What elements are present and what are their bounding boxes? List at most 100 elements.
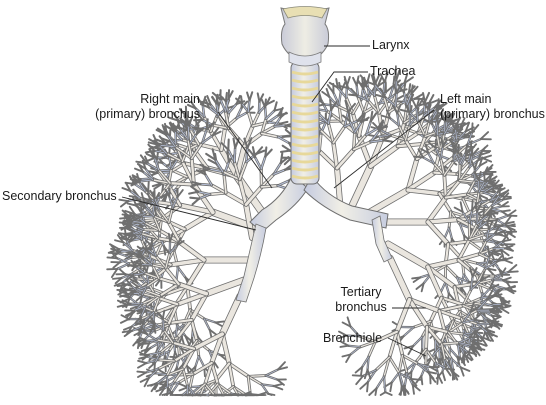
bronchiole-branch (169, 196, 173, 208)
bronchiole-branch-outline (130, 180, 141, 187)
bronchiole-branch (448, 322, 464, 333)
bronchiole-branch (449, 348, 458, 358)
bronchiole-branch (192, 332, 224, 351)
bronchiole-branch-outline (451, 143, 456, 154)
bronchiole-branch-outline (505, 225, 516, 231)
bronchiole-branch-outline (123, 325, 133, 331)
bronchiole-branch-outline (199, 103, 211, 109)
bronchiole-branch (350, 326, 360, 337)
bronchiole-branch-outline (149, 323, 155, 334)
bronchiole-branch-outline (382, 139, 393, 143)
bronchiole-branch-outline (464, 121, 471, 133)
leader-lines (121, 45, 435, 357)
bronchiole-branch-outline (182, 120, 189, 132)
bronchiole-branch (403, 91, 408, 106)
bronchiole-branch-outline (360, 116, 370, 124)
bronchiole-branch-outline (395, 69, 401, 82)
bronchiole-branch-outline (459, 366, 471, 372)
bronchiole-branch-outline (211, 91, 222, 101)
bronchiole-branch (462, 289, 472, 307)
bronchiole-branch-outline (347, 102, 357, 113)
bronchiole-branch-outline (206, 95, 212, 106)
bronchiole-branch (151, 264, 167, 269)
bronchiole-branch-outline (113, 281, 124, 287)
bronchiole-branch (387, 255, 413, 303)
bronchiole-branch (190, 318, 198, 342)
bronchiole-branch (358, 335, 376, 343)
bronchiole-branch (413, 320, 432, 328)
bronchiole-branch (261, 384, 274, 387)
bronchiole-branch (470, 276, 473, 290)
bronchiole-branch (158, 218, 163, 237)
bronchiole-branch (146, 333, 157, 341)
bronchiole-branch-outline (126, 264, 137, 268)
bronchiole-branch (438, 309, 463, 320)
bronchiole-branch (210, 184, 227, 194)
bronchiole-branch (188, 373, 194, 390)
bronchiole-branch-outline (147, 180, 150, 193)
bronchiole-branch (426, 220, 450, 246)
bronchiole-branch (491, 199, 503, 207)
bronchiole-branch (223, 173, 227, 194)
bronchiole-branch-outline (473, 312, 482, 321)
bronchiole-branch (173, 368, 184, 384)
bronchiole-branch (367, 369, 377, 383)
bronchiole-branch (468, 223, 478, 241)
bronchiole-branch (199, 183, 213, 186)
bronchiole-branch (415, 135, 427, 161)
bronchiole-branch-outline (428, 141, 437, 149)
bronchiole-branch (167, 368, 184, 376)
bronchiole-branch (214, 159, 224, 173)
bronchiole-branch (182, 210, 215, 232)
bronchiole-branch (426, 265, 444, 300)
bronchiole-branch (154, 352, 161, 364)
bronchiole-branch (178, 240, 206, 262)
left-lobar-bronchus (371, 215, 393, 263)
bronchiole-branch-outline (272, 385, 284, 391)
bronchiole-branch-outline (505, 230, 516, 238)
bronchiole-branch (247, 110, 254, 127)
bronchiole-branch (480, 288, 491, 299)
bronchiole-branch (174, 146, 193, 160)
bronchiole-branch-outline (486, 180, 497, 185)
bronchiole-branch (409, 111, 419, 122)
bronchiole-branch (327, 109, 332, 125)
bronchiole-branch-outline (347, 110, 351, 123)
bronchiole-branch (444, 265, 458, 278)
label-right-main-line2: (primary) bronchus (95, 107, 200, 121)
bronchiole-branch (429, 109, 437, 121)
bronchiole-branch (385, 241, 431, 270)
label-larynx: Larynx (372, 38, 410, 52)
bronchiole-branch-outline (501, 233, 509, 243)
bronchiole-branch-outline (459, 117, 466, 128)
bronchiole-branch-outline (185, 114, 190, 127)
bronchiole-branch-outline (196, 112, 204, 121)
bronchiole-branch (356, 95, 369, 101)
bronchiole-branch-outline (420, 148, 430, 154)
bronchiole-branch-outline (146, 170, 159, 174)
bronchiole-branch-outline (504, 221, 515, 225)
bronchiole-branch-outline (226, 150, 230, 163)
bronchiole-branch (375, 356, 391, 371)
bronchiole-branch (133, 305, 147, 311)
bronchiole-branch-outline (338, 330, 348, 337)
bronchiole-branch-outline (459, 366, 465, 377)
bronchiole-branch-outline (135, 255, 145, 260)
bronchiole-branch (441, 343, 446, 361)
bronchiole-branch (238, 161, 248, 181)
bronchiole-branch-outline (440, 111, 446, 123)
bronchiole-branch (148, 252, 153, 265)
bronchiole-branch (398, 372, 412, 380)
bronchiole-branch (158, 282, 180, 297)
bronchiole-branch (167, 324, 175, 341)
bronchiole-branch-outline (473, 318, 485, 323)
bronchiole-branch (132, 221, 146, 224)
bronchiole-branch (476, 214, 488, 225)
bronchiole-branch-outline (146, 382, 158, 387)
bronchiole-branch-outline (446, 147, 456, 154)
bronchiole-branch (404, 124, 411, 141)
bronchiole-branch (468, 240, 483, 252)
bronchiole-branch-outline (190, 100, 197, 110)
bronchiole-branch-outline (381, 114, 391, 120)
bronchiole-branch (435, 362, 447, 369)
